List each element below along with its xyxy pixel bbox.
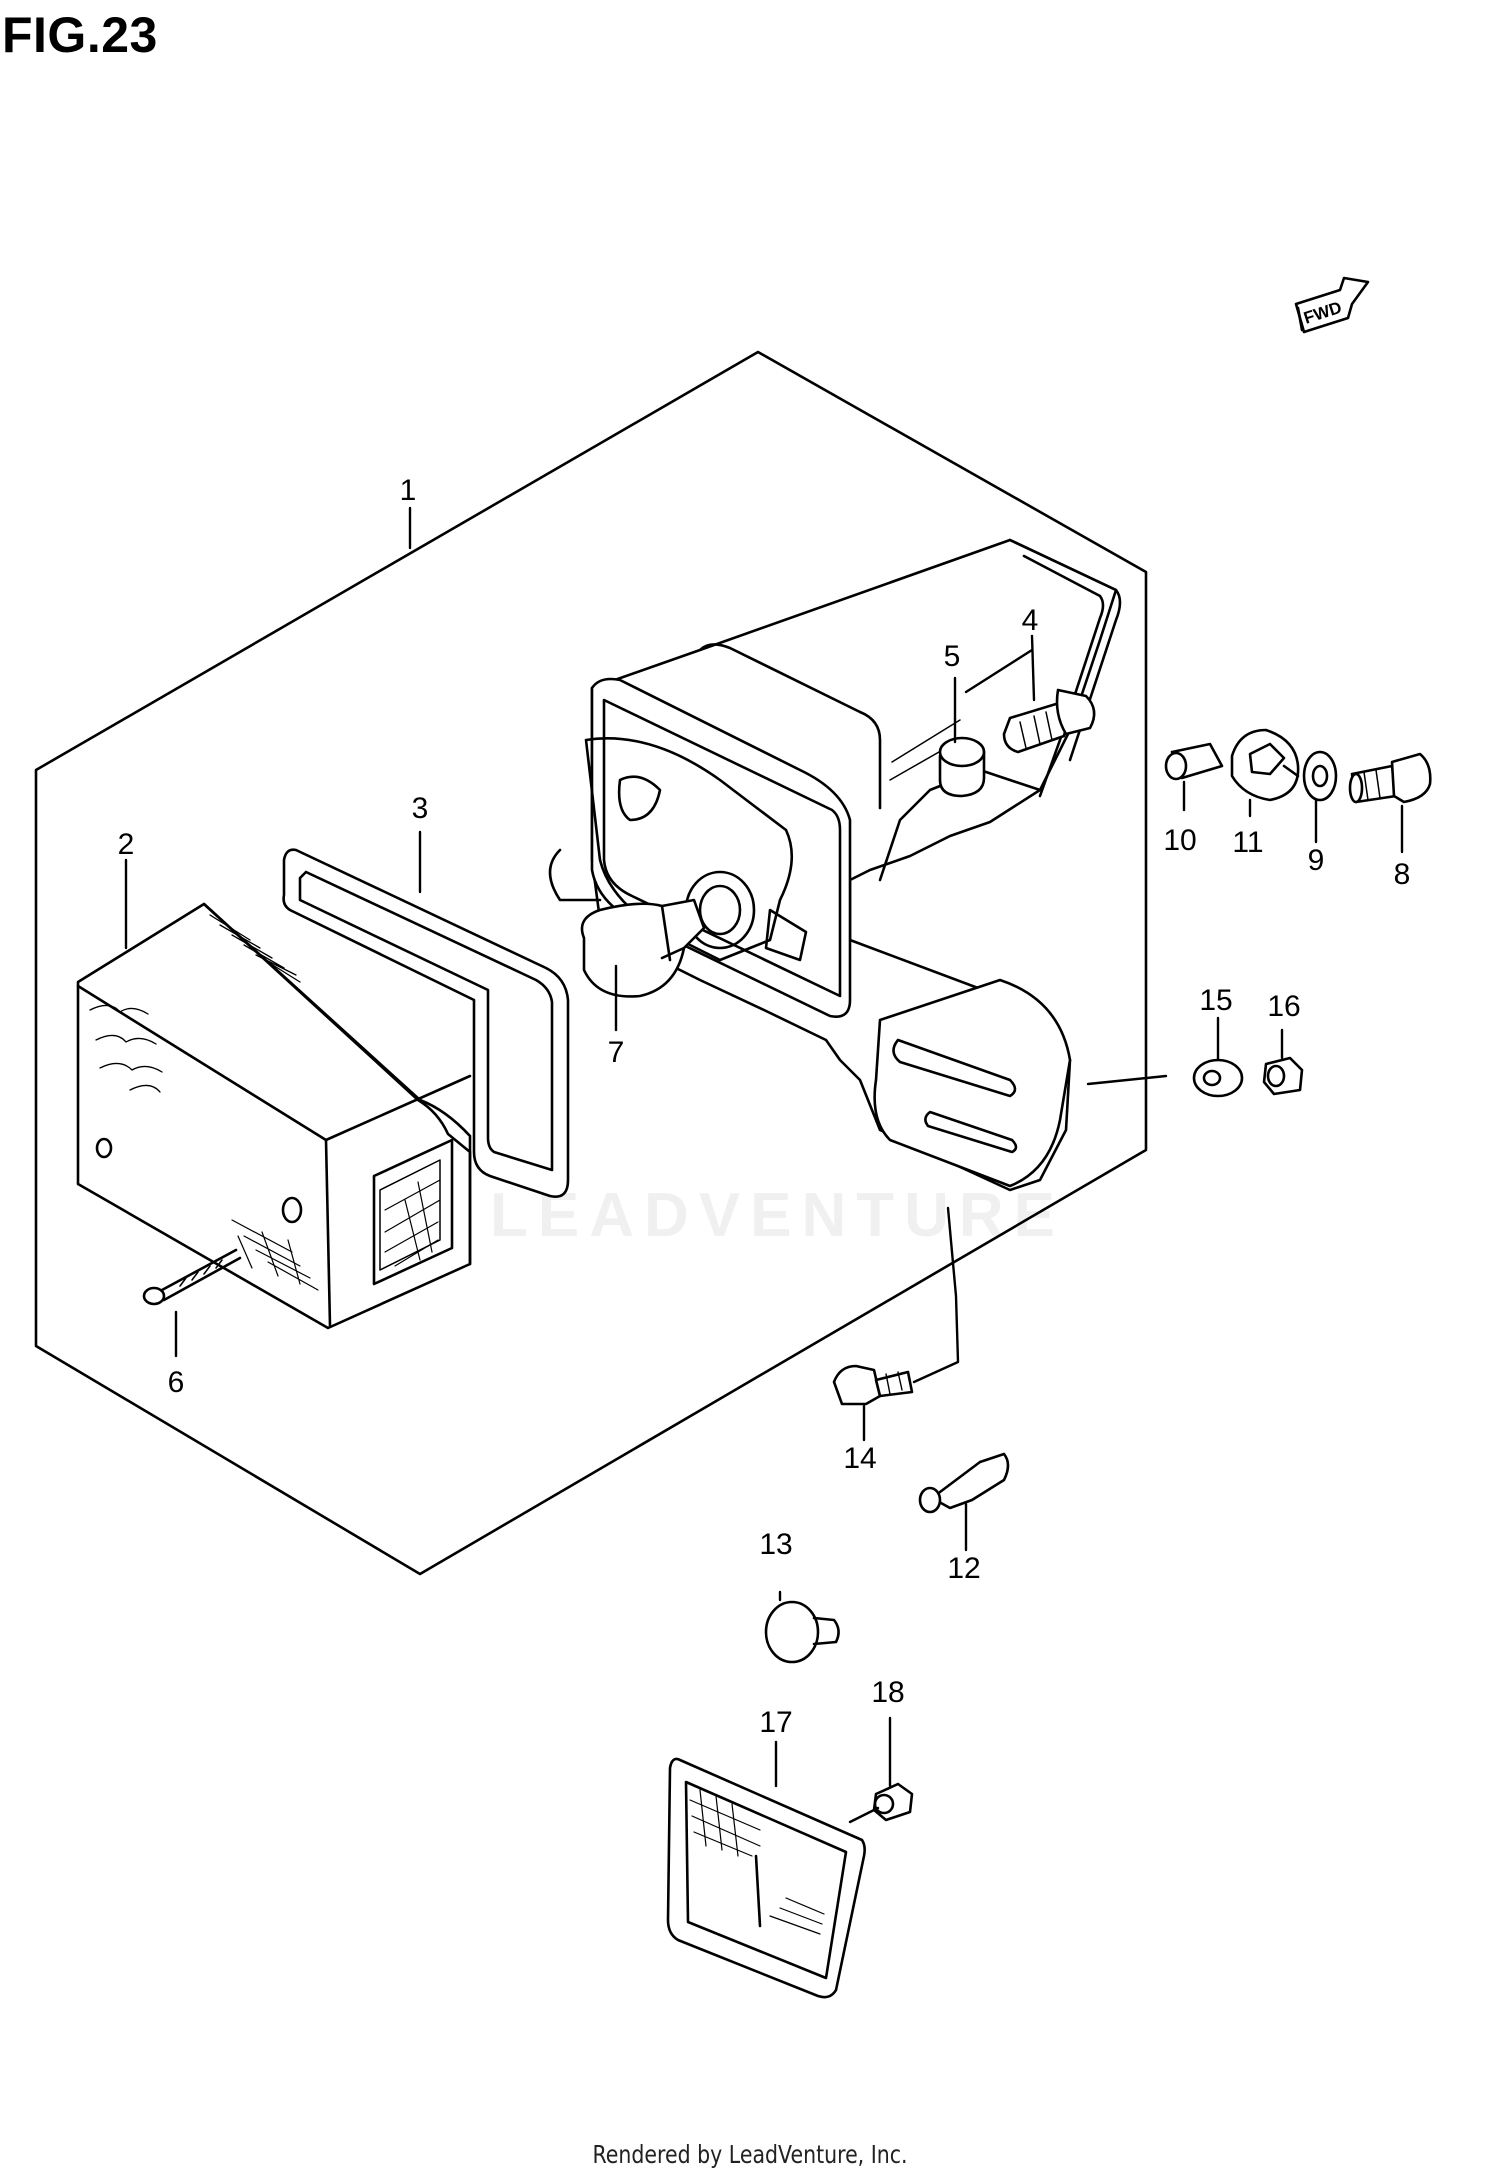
washer-15 [1192,1058,1244,1098]
figure-title: FIG.23 [2,7,158,63]
callout-15: 15 [1199,984,1232,1017]
bolt-8 [1348,752,1432,804]
screw-14 [832,1364,914,1406]
fwd-arrow-icon: FWD [1294,276,1370,334]
callout-1: 1 [400,474,417,507]
watermark: LEADVENTURE [490,1181,1066,1250]
lamp-housing-bracket [548,538,1122,1192]
callout-18: 18 [871,1676,904,1709]
callout-11: 11 [1232,826,1263,859]
callout-16: 16 [1267,990,1300,1023]
footer-credit: Rendered by LeadVenture, Inc. [592,2140,908,2169]
callout-6: 6 [168,1366,185,1399]
callout-8: 8 [1394,858,1411,891]
grommet-11 [1230,728,1300,802]
leader-lines [124,506,1404,1824]
assembly-outline [34,350,1148,1576]
lens-screw [142,1248,242,1306]
callout-9: 9 [1308,844,1325,877]
callout-4: 4 [1022,604,1039,637]
lamp-bulb [580,898,706,998]
callout-10: 10 [1163,824,1196,857]
nut-16 [1262,1056,1304,1096]
callout-7: 7 [608,1036,625,1069]
washer-9 [1302,750,1338,802]
tail-lamp-lens [76,902,472,1330]
screw-12 [918,1452,1010,1514]
callout-14: 14 [843,1442,876,1475]
bracket-spacer [938,736,986,798]
callout-labels: 1 2 3 4 5 6 7 8 9 10 11 12 13 14 15 16 1… [118,474,1411,1739]
callout-3: 3 [412,792,429,825]
callout-2: 2 [118,828,135,861]
stud-bolt [1002,688,1096,754]
callout-12: 12 [947,1552,980,1585]
callout-17: 17 [759,1706,792,1739]
nut-18 [872,1782,914,1822]
collar-10 [1164,742,1224,781]
lens-gasket [282,848,570,1198]
callout-13: 13 [759,1528,792,1561]
callout-5: 5 [944,640,961,673]
reflector-17 [666,1757,866,1999]
rivet-13 [764,1600,840,1664]
